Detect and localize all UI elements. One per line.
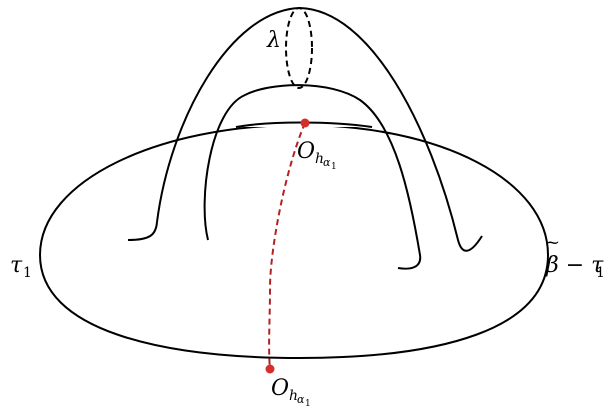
handle-outer-left-foot [127, 221, 158, 241]
svg-text:O: O [271, 376, 289, 401]
svg-text:h: h [289, 388, 298, 404]
bottom-point-label: O h α 1 [271, 376, 311, 409]
top-point-marker [300, 118, 310, 128]
beta-tau-subscript: 1 [596, 265, 605, 281]
svg-text:1: 1 [305, 399, 311, 409]
handle-inner-arch [203, 84, 422, 270]
lambda-label: λ [266, 28, 281, 53]
svg-text:h: h [315, 151, 324, 167]
handle-outer-arch [156, 6, 483, 252]
svg-text:1: 1 [331, 162, 337, 172]
beta-tilde-mark: ~ [545, 232, 560, 253]
lambda-meridian-curve [285, 7, 313, 89]
svg-text:α: α [297, 393, 305, 406]
svg-text:O: O [297, 139, 315, 164]
bottom-point-marker [265, 364, 275, 374]
svg-text:α: α [323, 156, 331, 169]
red-dashed-arc [268, 122, 306, 371]
handle-mask [190, 39, 410, 127]
top-point-label: O h α 1 [297, 139, 337, 172]
torus-outline [38, 123, 550, 360]
tau-left-label: τ [10, 253, 23, 278]
beta-tau-label: β − τ [545, 253, 604, 278]
tau-left-subscript: 1 [23, 265, 32, 281]
